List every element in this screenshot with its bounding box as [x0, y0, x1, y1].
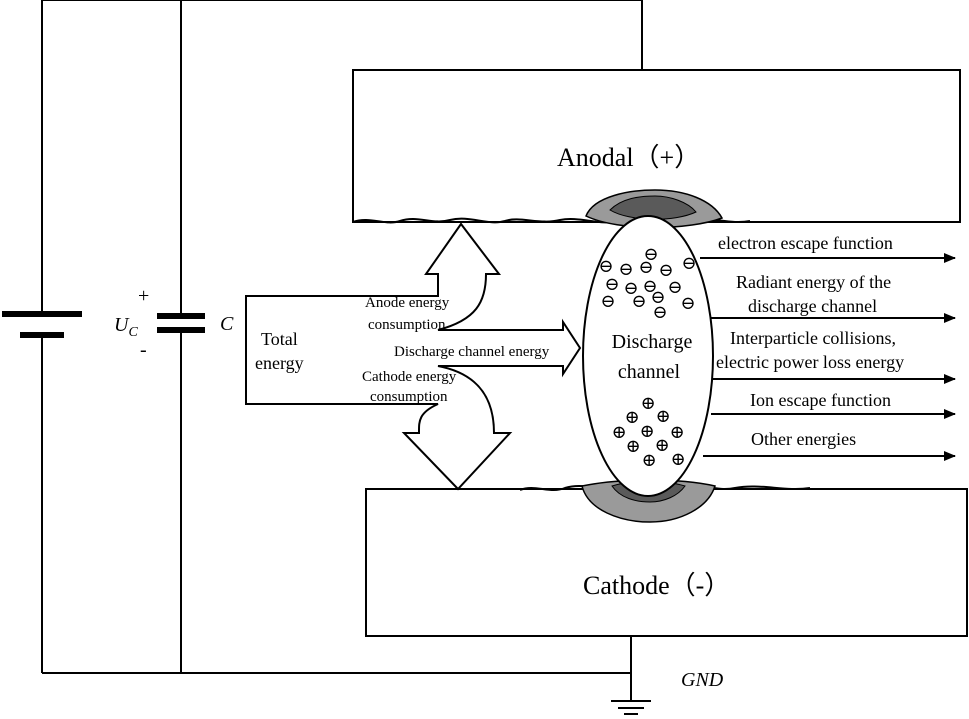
cathode-energy-label-line1: Cathode energy: [362, 369, 457, 385]
output-label-other-energies: Other energies: [751, 429, 856, 449]
output-label-radiant-line2: discharge channel: [748, 296, 877, 316]
electron-symbol: ⊖: [667, 277, 682, 297]
electron-symbol: ⊖: [681, 253, 696, 273]
ground-icon: [611, 700, 651, 715]
ion-symbol: ⊕: [655, 406, 670, 426]
electron-cluster: ⊖ ⊖ ⊖ ⊖ ⊖ ⊖ ⊖ ⊖ ⊖ ⊖ ⊖ ⊖ ⊖ ⊖ ⊖: [598, 244, 696, 322]
total-energy-label-line2: energy: [255, 353, 304, 373]
ion-symbol: ⊕: [639, 421, 654, 441]
electron-symbol: ⊖: [650, 287, 665, 307]
channel-label-line2: channel: [618, 361, 681, 383]
voltage-label-sub: C: [128, 325, 138, 340]
battery-symbol: [2, 311, 82, 338]
output-label-collision-line2: electric power loss energy: [716, 352, 904, 372]
cathode-energy-label-line2: consumption: [370, 389, 448, 405]
voltage-label: UC: [114, 314, 138, 340]
electron-symbol: ⊖: [600, 291, 615, 311]
ion-symbol: ⊕: [654, 435, 669, 455]
ion-symbol: ⊕: [641, 450, 656, 470]
anode-energy-label-line1: Anode energy: [365, 295, 450, 311]
top-wire: [42, 0, 643, 70]
output-arrows: [700, 253, 956, 461]
electron-symbol: ⊖: [658, 260, 673, 280]
ion-symbol: ⊕: [669, 422, 684, 442]
ground-label: GND: [681, 669, 724, 691]
ion-cluster: ⊕ ⊕ ⊕ ⊕ ⊕ ⊕ ⊕ ⊕ ⊕ ⊕: [611, 393, 685, 470]
electron-symbol: ⊖: [631, 291, 646, 311]
capacitor-symbol: [157, 313, 205, 333]
ion-symbol: ⊕: [625, 436, 640, 456]
voltage-label-main: U: [114, 314, 130, 336]
channel-label-line1: Discharge: [612, 331, 693, 353]
electron-symbol: ⊖: [604, 274, 619, 294]
cathode-label: Cathode（-）: [583, 571, 730, 600]
electron-symbol: ⊖: [652, 302, 667, 322]
output-label-collision-line1: Interparticle collisions,: [730, 328, 896, 348]
electron-symbol: ⊖: [623, 278, 638, 298]
ion-symbol: ⊕: [640, 393, 655, 413]
anode-label: Anodal（+）: [557, 143, 700, 172]
ion-symbol: ⊕: [611, 422, 626, 442]
anode-energy-label-line2: consumption: [368, 317, 446, 333]
output-label-electron-escape: electron escape function: [718, 233, 893, 253]
ion-symbol: ⊕: [670, 449, 685, 469]
electron-symbol: ⊖: [638, 257, 653, 277]
total-energy-label-line1: Total: [261, 329, 298, 349]
electron-symbol: ⊖: [618, 259, 633, 279]
capacitor-label: C: [220, 313, 234, 335]
energy-flow-shape: [245, 222, 582, 491]
capacitor-minus-sign: -: [140, 339, 147, 361]
output-label-ion-escape: Ion escape function: [750, 390, 891, 410]
electron-symbol: ⊖: [598, 256, 613, 276]
ion-symbol: ⊕: [624, 407, 639, 427]
circuit-wires: [41, 0, 643, 700]
electron-symbol: ⊖: [643, 244, 658, 264]
capacitor-plus-sign: +: [138, 285, 149, 307]
electron-symbol: ⊖: [642, 276, 657, 296]
electron-symbol: ⊖: [680, 293, 695, 313]
discharge-channel-ellipse: [582, 215, 714, 497]
discharge-energy-label: Discharge channel energy: [394, 344, 550, 360]
output-label-radiant-line1: Radiant energy of the: [736, 272, 891, 292]
